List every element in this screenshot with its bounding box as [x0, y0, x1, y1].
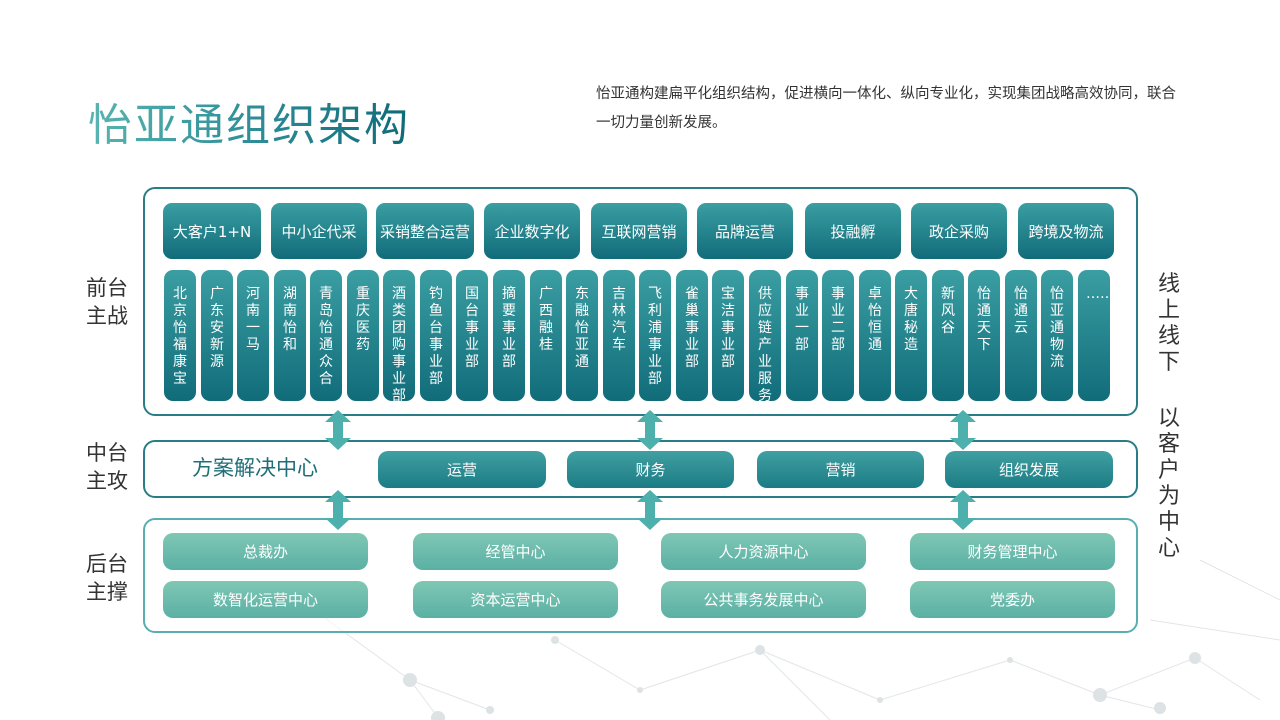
- right-vertical-label: 线上线下 以客户为中心: [1154, 272, 1184, 562]
- vertical-unit[interactable]: 钓鱼台事业部: [420, 270, 452, 401]
- vertical-unit-label: 新风谷: [941, 286, 955, 336]
- vertical-unit-label: 大唐秘造: [904, 286, 918, 353]
- vertical-unit-label: 宝洁事业部: [721, 286, 735, 370]
- page-subtitle: 怡亚通构建扁平化组织结构，促进横向一体化、纵向专业化，实现集团战略高效协同，联合…: [596, 86, 1176, 131]
- back-unit[interactable]: 数智化运营中心: [163, 581, 368, 618]
- top-unit[interactable]: 品牌运营: [697, 203, 793, 259]
- vertical-unit-label: 广东安新源: [210, 286, 224, 370]
- middle-unit-finance[interactable]: 财务: [567, 451, 734, 488]
- vertical-unit[interactable]: 摘要事业部: [493, 270, 525, 401]
- vertical-unit-label: 钓鱼台事业部: [429, 286, 443, 387]
- middle-label-line2: 主攻: [86, 469, 128, 493]
- vertical-unit-label: 湖南怡和: [283, 286, 297, 353]
- vertical-unit[interactable]: 事业一部: [786, 270, 818, 401]
- vertical-unit-label: 河南一马: [246, 286, 260, 353]
- vertical-unit[interactable]: 新风谷: [932, 270, 964, 401]
- vertical-unit-label: ……: [1086, 286, 1114, 302]
- vertical-unit-label: 重庆医药: [356, 286, 370, 353]
- vertical-unit[interactable]: 重庆医药: [347, 270, 379, 401]
- double-arrow-icon: [325, 410, 351, 450]
- page-title: 怡亚通组织架构: [88, 89, 410, 153]
- vertical-unit[interactable]: 广东安新源: [201, 270, 233, 401]
- top-unit[interactable]: 政企采购: [911, 203, 1007, 259]
- top-unit[interactable]: 大客户1+N: [163, 203, 261, 259]
- vertical-unit-label: 广西融桂: [539, 286, 553, 353]
- vertical-unit-label: 事业二部: [831, 286, 845, 353]
- middle-title: 方案解决中心: [192, 456, 318, 480]
- vertical-unit[interactable]: 供应链产业服务: [749, 270, 781, 404]
- vertical-unit[interactable]: 吉林汽车: [603, 270, 635, 401]
- vertical-unit[interactable]: 怡亚通物流: [1041, 270, 1073, 401]
- vertical-unit-label: 东融怡亚通: [575, 286, 589, 370]
- top-unit[interactable]: 企业数字化: [484, 203, 580, 259]
- top-unit[interactable]: 跨境及物流: [1018, 203, 1114, 259]
- right-label-line1: 线上线下: [1157, 272, 1180, 375]
- vertical-unit[interactable]: 卓怡恒通: [859, 270, 891, 401]
- back-unit[interactable]: 人力资源中心: [661, 533, 866, 570]
- vertical-unit[interactable]: 宝洁事业部: [712, 270, 744, 401]
- double-arrow-icon: [950, 490, 976, 530]
- vertical-unit-label: 雀巢事业部: [685, 286, 699, 370]
- vertical-unit-label: 怡通天下: [977, 286, 991, 353]
- vertical-unit[interactable]: 雀巢事业部: [676, 270, 708, 401]
- vertical-unit[interactable]: 河南一马: [237, 270, 269, 401]
- vertical-unit[interactable]: 国台事业部: [456, 270, 488, 401]
- vertical-unit[interactable]: 大唐秘造: [895, 270, 927, 401]
- vertical-unit[interactable]: 湖南怡和: [274, 270, 306, 401]
- back-unit[interactable]: 财务管理中心: [910, 533, 1115, 570]
- vertical-unit-label: 卓怡恒通: [868, 286, 882, 353]
- back-label-line1: 后台: [86, 552, 128, 576]
- vertical-unit-label: 飞利浦事业部: [648, 286, 662, 387]
- vertical-unit-label: 国台事业部: [465, 286, 479, 370]
- front-label-line2: 主战: [86, 304, 128, 328]
- middle-unit-marketing[interactable]: 营销: [757, 451, 924, 488]
- double-arrow-icon: [637, 490, 663, 530]
- top-unit[interactable]: 互联网营销: [591, 203, 687, 259]
- back-unit[interactable]: 公共事务发展中心: [661, 581, 866, 618]
- vertical-unit-label: 摘要事业部: [502, 286, 516, 370]
- vertical-unit[interactable]: 飞利浦事业部: [639, 270, 671, 401]
- double-arrow-icon: [637, 410, 663, 450]
- middle-unit-org-development[interactable]: 组织发展: [945, 451, 1113, 488]
- middle-unit-operations[interactable]: 运营: [378, 451, 546, 488]
- vertical-unit[interactable]: 东融怡亚通: [566, 270, 598, 401]
- vertical-unit-label: 青岛怡通众合: [319, 286, 333, 387]
- vertical-unit[interactable]: 广西融桂: [530, 270, 562, 401]
- vertical-unit-label: 北京怡福康宝: [173, 286, 187, 387]
- vertical-unit-label: 酒类团购事业部: [392, 286, 406, 404]
- vertical-unit[interactable]: ……: [1078, 270, 1114, 401]
- back-unit[interactable]: 总裁办: [163, 533, 368, 570]
- middle-label: 中台 主攻: [86, 439, 142, 495]
- vertical-unit[interactable]: 青岛怡通众合: [310, 270, 342, 401]
- vertical-unit-label: 吉林汽车: [612, 286, 626, 353]
- top-unit[interactable]: 采销整合运营: [376, 203, 474, 259]
- vertical-unit[interactable]: 怡通云: [1005, 270, 1037, 401]
- top-unit[interactable]: 中小企代采: [271, 203, 367, 259]
- front-label: 前台 主战: [86, 274, 142, 330]
- right-label-line2: 以客户为中心: [1157, 406, 1180, 561]
- vertical-unit[interactable]: 酒类团购事业部: [383, 270, 415, 404]
- back-label: 后台 主撑: [86, 550, 142, 606]
- top-unit[interactable]: 投融孵: [805, 203, 901, 259]
- back-unit[interactable]: 资本运营中心: [413, 581, 618, 618]
- front-label-line1: 前台: [86, 276, 128, 300]
- vertical-unit-label: 怡通云: [1014, 286, 1028, 336]
- vertical-unit[interactable]: 北京怡福康宝: [164, 270, 196, 401]
- vertical-unit-label: 事业一部: [795, 286, 809, 353]
- vertical-unit[interactable]: 怡通天下: [968, 270, 1000, 401]
- double-arrow-icon: [325, 490, 351, 530]
- back-label-line2: 主撑: [86, 580, 128, 604]
- double-arrow-icon: [950, 410, 976, 450]
- back-unit[interactable]: 经管中心: [413, 533, 618, 570]
- vertical-unit[interactable]: 事业二部: [822, 270, 854, 401]
- vertical-unit-label: 怡亚通物流: [1050, 286, 1064, 370]
- back-unit[interactable]: 党委办: [910, 581, 1115, 618]
- vertical-unit-label: 供应链产业服务: [758, 286, 772, 404]
- middle-label-line1: 中台: [86, 441, 128, 465]
